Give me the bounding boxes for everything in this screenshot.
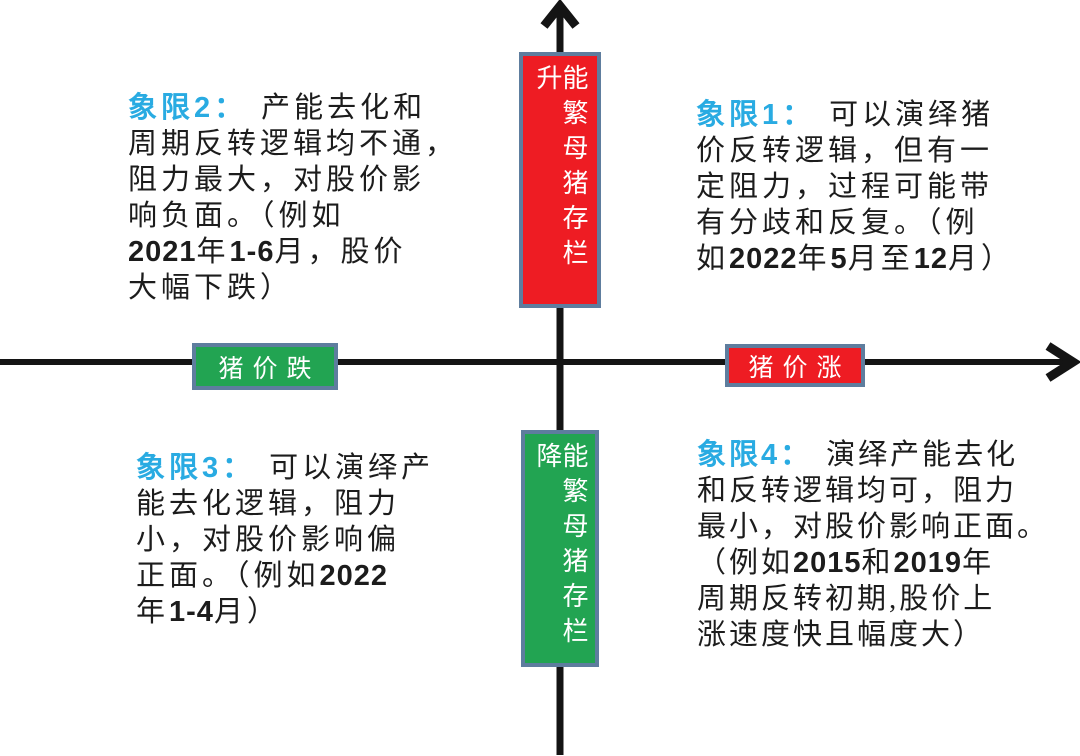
quadrant-1-block: 象限1：可以演绎猪价反转逻辑，但有一定阻力，过程可能带有分歧和反复。（例如202… [696,97,1041,277]
x-axis-right-label: 猪价涨 [748,354,851,382]
quadrant-4-label: 象限4： [697,439,813,471]
quadrant-1-text: 可以演绎猪价反转逻辑，但有一定阻力，过程可能带有分歧和反复。（例如2022年5月… [696,99,1014,275]
x-axis-left-label: 猪价跌 [218,355,321,383]
quadrant-1-label: 象限1： [696,99,816,131]
x-axis-right-label-box: 猪价涨 [725,344,865,387]
quadrant-2-label: 象限2： [128,92,248,124]
y-axis-bottom-label: 能繁母猪存栏降 [533,442,588,652]
x-axis-left-label-box: 猪价跌 [192,343,338,390]
quadrant-4-text: 演绎产能去化和反转逻辑均可，阻力最小，对股价影响正面。（例如2015和2019年… [697,439,1050,651]
y-axis-top-label-box: 能繁母猪存栏升 [519,52,601,308]
y-axis-bottom-label-box: 能繁母猪存栏降 [521,430,599,667]
quadrant-4-block: 象限4：演绎产能去化和反转逻辑均可，阻力最小，对股价影响正面。（例如2015和2… [697,437,1067,653]
right-arrow-icon [1045,342,1080,382]
quadrant-3-label: 象限3： [136,452,256,484]
up-arrow-icon [540,0,580,29]
y-axis-top-label: 能繁母猪存栏升 [533,64,588,274]
